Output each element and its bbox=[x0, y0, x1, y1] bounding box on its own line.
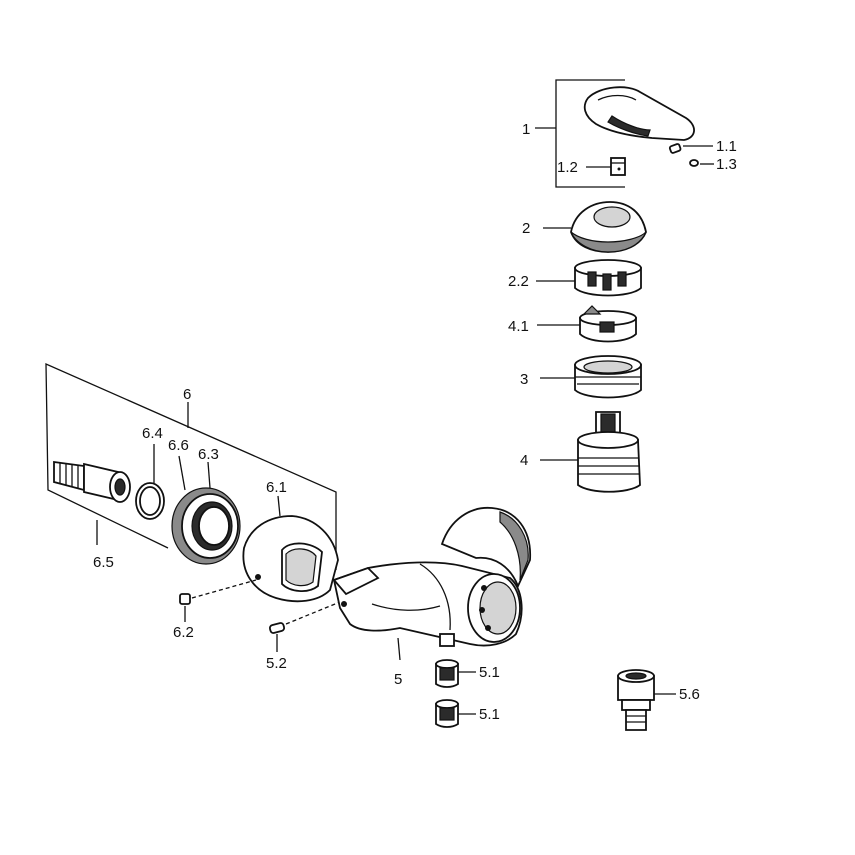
label-4: 4 bbox=[520, 452, 528, 469]
cartridge-4 bbox=[540, 411, 641, 493]
label-6-4: 6.4 bbox=[142, 425, 163, 442]
group-1-bracket bbox=[535, 79, 625, 188]
label-5-1-upper: 5.1 bbox=[479, 664, 500, 681]
label-1-2: 1.2 bbox=[557, 159, 578, 176]
cap-1-3 bbox=[689, 159, 714, 167]
threaded-ring-6-3 bbox=[171, 455, 241, 565]
label-5: 5 bbox=[394, 671, 402, 688]
o-ring-6-4 bbox=[135, 444, 165, 520]
label-1-3: 1.3 bbox=[716, 156, 737, 173]
pin-5-2 bbox=[268, 601, 341, 652]
screw-6-2 bbox=[179, 579, 257, 622]
mixer-body-5 bbox=[332, 507, 531, 661]
cover-6-1 bbox=[242, 495, 339, 603]
screw-1-1 bbox=[668, 143, 713, 154]
fitting-5-6 bbox=[617, 669, 676, 731]
label-6-3: 6.3 bbox=[198, 446, 219, 463]
spindle-6-5 bbox=[53, 460, 131, 545]
label-3: 3 bbox=[520, 371, 528, 388]
threaded-nut-3 bbox=[540, 355, 642, 399]
label-4-1: 4.1 bbox=[508, 318, 529, 335]
label-5-6: 5.6 bbox=[679, 686, 700, 703]
nipple-5-1-lower bbox=[435, 699, 476, 728]
label-1-1: 1.1 bbox=[716, 138, 737, 155]
dome-cap-2 bbox=[543, 201, 647, 253]
label-2: 2 bbox=[522, 220, 530, 237]
label-2-2: 2.2 bbox=[508, 273, 529, 290]
label-6-6: 6.6 bbox=[168, 437, 189, 454]
lever-handle bbox=[583, 86, 695, 141]
label-5-1-lower: 5.1 bbox=[479, 706, 500, 723]
nipple-5-1-upper bbox=[435, 659, 476, 688]
label-6-2: 6.2 bbox=[173, 624, 194, 641]
label-5-2: 5.2 bbox=[266, 655, 287, 672]
label-6-5: 6.5 bbox=[93, 554, 114, 571]
label-6: 6 bbox=[183, 386, 191, 403]
collar-4-1 bbox=[537, 305, 637, 343]
group-6-bracket bbox=[45, 362, 337, 570]
notched-ring-2-2 bbox=[536, 259, 642, 297]
label-1: 1 bbox=[522, 121, 530, 138]
insert-1-2 bbox=[586, 157, 626, 176]
label-6-1: 6.1 bbox=[266, 479, 287, 496]
